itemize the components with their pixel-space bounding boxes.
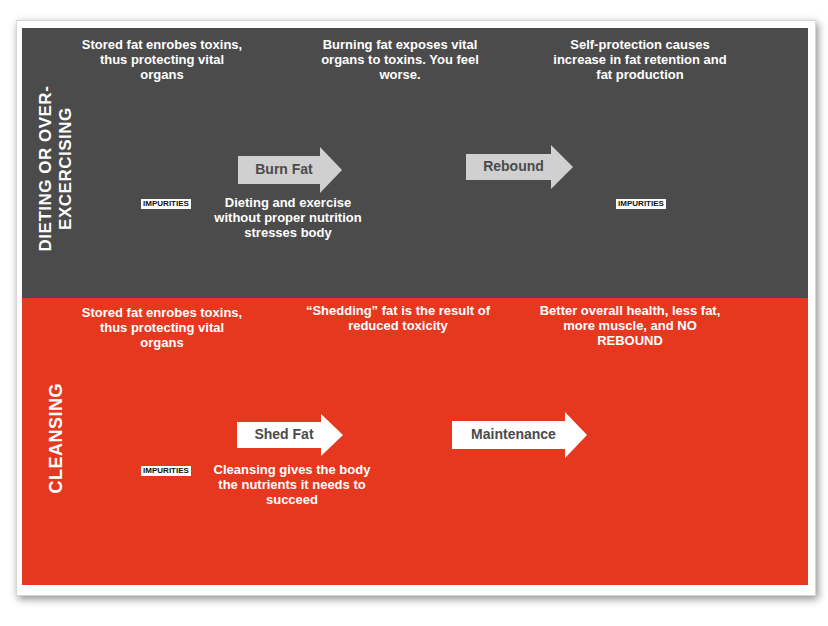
- caption-text: Cleansing gives the body the nutrients i…: [207, 463, 377, 508]
- caption-text: Self-protection causes increase in fat r…: [545, 38, 735, 83]
- block-arrow: Rebound: [466, 145, 573, 189]
- figure-label: IMPURITIES: [141, 466, 191, 476]
- caption-text: “Shedding” fat is the result of reduced …: [303, 304, 493, 334]
- block-arrow: Maintenance: [452, 412, 587, 458]
- arrow-label: Burn Fat: [255, 162, 313, 177]
- block-arrow: Shed Fat: [237, 414, 343, 456]
- block-arrow: Burn Fat: [238, 147, 342, 193]
- caption-text: Dieting and exercise without proper nutr…: [203, 196, 373, 241]
- caption-text: Stored fat enrobes toxins, thus protecti…: [77, 38, 247, 83]
- caption-text: Burning fat exposes vital organs to toxi…: [305, 38, 495, 83]
- caption-text: Better overall health, less fat, more mu…: [530, 304, 730, 349]
- figure-label: IMPURITIES: [616, 199, 666, 209]
- caption-text: Stored fat enrobes toxins, thus protecti…: [77, 306, 247, 351]
- section-title: CLEANSING: [46, 338, 67, 538]
- section-title: DIETING OR OVER- EXCERCISING: [36, 68, 75, 268]
- arrow-label: Rebound: [483, 159, 544, 174]
- arrow-label: Shed Fat: [254, 427, 313, 442]
- section-band: CLEANSING Shed Fat Maintenance: [22, 298, 808, 585]
- figure-label: IMPURITIES: [141, 199, 191, 209]
- arrow-label: Maintenance: [471, 427, 556, 442]
